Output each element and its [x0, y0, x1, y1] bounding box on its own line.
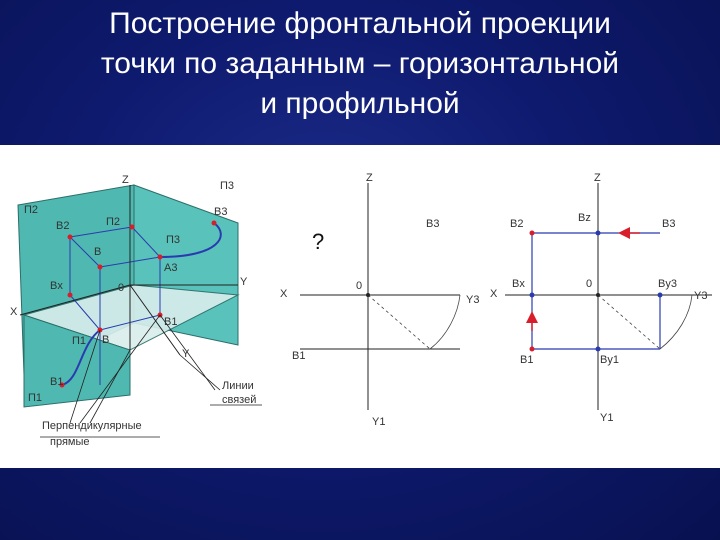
label-by3-right: By3 [658, 278, 677, 290]
label-zero-left: 0 [118, 282, 124, 294]
label-zero-mid: 0 [356, 280, 362, 292]
label-note-1: Перпендикулярные [42, 420, 142, 432]
pointer-lines [40, 314, 262, 438]
label-y-left: Y [240, 276, 248, 288]
middle-figure: ? Z B3 X 0 Y3 B1 Y1 [280, 172, 479, 428]
point-bx [67, 292, 73, 298]
title-line-3: и профильной [260, 87, 460, 120]
label-b1: B1 [50, 376, 63, 388]
label-line-note-1: Линии [222, 380, 254, 392]
point-a3 [157, 254, 163, 260]
slide-title: Построение фронтальной проекции точки по… [0, 4, 720, 124]
label-z-mid: Z [366, 172, 373, 184]
label-by1-right: By1 [600, 354, 619, 366]
point-pi2 [129, 224, 135, 230]
label-bx: Bx [50, 280, 63, 292]
label-y1-mid: Y1 [372, 416, 385, 428]
label-zero-right: 0 [586, 278, 592, 290]
label-y1-right: Y1 [600, 412, 613, 424]
label-pi2-small: П2 [106, 216, 120, 228]
label-z-left: Z [122, 174, 129, 186]
label-pi3-small: П3 [166, 234, 180, 246]
arc-b3 [159, 222, 222, 258]
frontal-plane-lower [23, 314, 131, 408]
label-b3: B3 [214, 206, 227, 218]
label-b1-right: B1 [164, 316, 177, 328]
label-a3: A3 [164, 262, 177, 274]
label-b3-mid: B3 [426, 218, 439, 230]
right-figure: Z B2 Bz B3 X Bx 0 By3 Y3 B1 By1 Y1 [490, 172, 712, 424]
label-b2: B2 [56, 220, 69, 232]
label-z-right: Z [594, 172, 601, 184]
label-bx-right: Bx [512, 278, 525, 290]
label-b3-right: B3 [662, 218, 675, 230]
label-bz-right: Bz [578, 212, 591, 224]
label-yz-mid: Y3 [466, 294, 479, 306]
arc-b1 [61, 329, 101, 386]
title-line-1: Построение фронтальной проекции [109, 7, 611, 40]
label-x-left: X [10, 306, 18, 318]
label-b2-right: B2 [510, 218, 523, 230]
label-x-mid: X [280, 288, 288, 300]
point-b1 [59, 382, 65, 388]
label-b-lower: B [102, 334, 109, 346]
label-line-note-2: связей [222, 394, 256, 406]
label-y3-right: Y3 [694, 290, 707, 302]
question-mark: ? [312, 229, 324, 254]
label-pi2: П2 [24, 204, 38, 216]
left-axes [19, 185, 238, 356]
label-note-2: прямые [50, 436, 90, 448]
label-b1-right-fig: B1 [520, 354, 533, 366]
diagram-panel: Z П3 П2 B2 П2 B3 B П3 A3 Bx 0 Y X B1 П1 … [0, 145, 720, 468]
diagram-svg: Z П3 П2 B2 П2 B3 B П3 A3 Bx 0 Y X B1 П1 … [10, 172, 712, 448]
label-pi1-small: П1 [72, 335, 86, 347]
label-y-lower: Y [182, 348, 190, 360]
label-pi1: П1 [28, 392, 42, 404]
label-b1-mid: B1 [292, 350, 305, 362]
title-line-2: точки по заданным – горизонтальной [100, 47, 620, 80]
label-x-right: X [490, 288, 498, 300]
point-b [97, 264, 103, 270]
label-pi3-top: П3 [220, 180, 234, 192]
label-b: B [94, 246, 101, 258]
point-b3 [211, 220, 217, 226]
point-b2 [67, 234, 73, 240]
left-3d-figure: Z П3 П2 B2 П2 B3 B П3 A3 Bx 0 Y X B1 П1 … [10, 174, 262, 448]
